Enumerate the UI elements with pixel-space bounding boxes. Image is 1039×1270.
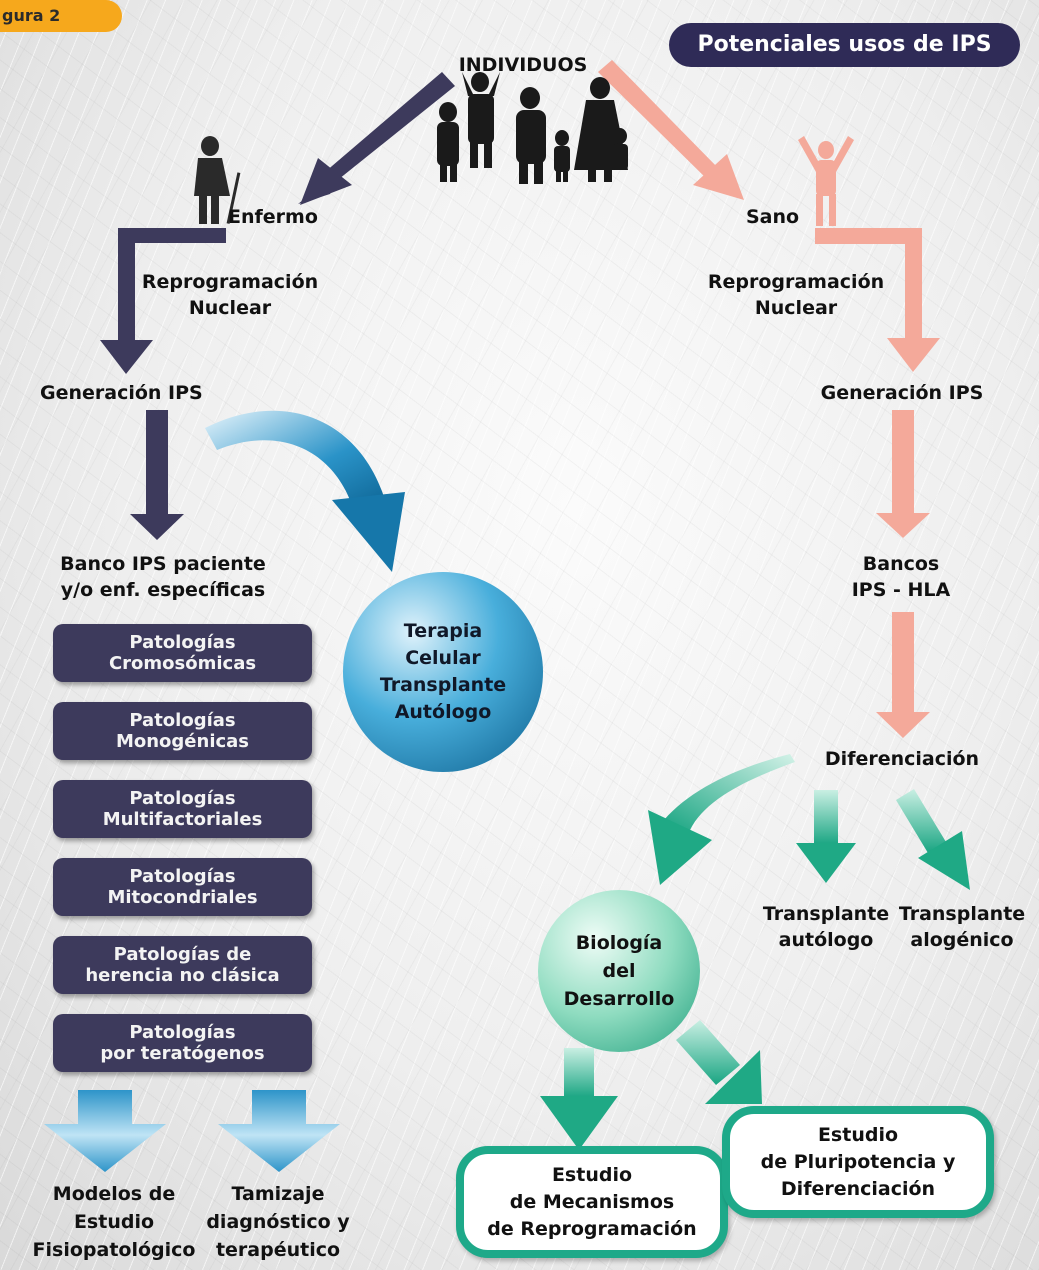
arrow-right-elbow (815, 228, 940, 372)
pathology-box: Patologías Monogénicas (53, 702, 312, 760)
label-transplante-autologo: Transplante autólogo (762, 903, 890, 951)
arrow-to-therapy (205, 410, 405, 572)
label-individuos: INDIVIDUOS (458, 54, 588, 76)
label-reprog-right: Reprogramación Nuclear (707, 271, 885, 319)
sick-person-silhouette (194, 136, 241, 224)
arrow-gen-to-banco (130, 410, 184, 540)
arrow-bancos-to-dif (876, 612, 930, 738)
label-banco-left: Banco IPS paciente y/o enf. específicas (60, 553, 266, 601)
pathology-box: Patologías de herencia no clásica (53, 936, 312, 994)
label-tamizaje: Tamizaje diagnóstico y terapéutico (206, 1183, 350, 1261)
arrow-to-enfermo (298, 72, 455, 205)
label-generacion-left: Generación IPS (40, 382, 203, 404)
arrow-dif-to-allo (896, 789, 970, 890)
arrow-left-elbow (100, 228, 226, 374)
pathology-box: Patologías Multifactoriales (53, 780, 312, 838)
therapy-sphere: Terapia Celular Transplante Autólogo (343, 572, 543, 772)
people-silhouette (437, 72, 628, 184)
arrow-gen-to-bancos (876, 410, 930, 538)
label-generacion-right: Generación IPS (820, 382, 984, 404)
figure-badge: gura 2 (0, 0, 122, 32)
healthy-person-silhouette (798, 136, 854, 226)
arrow-dif-to-biology (648, 754, 795, 885)
arrow-screening (218, 1090, 340, 1172)
title-pill: Potenciales usos de IPS (669, 23, 1020, 67)
label-reprog-left: Reprogramación Nuclear (141, 271, 319, 319)
label-sano: Sano (746, 206, 800, 228)
pathology-box: Patologías Cromosómicas (53, 624, 312, 682)
arrow-biology-to-pluripotency (676, 1020, 762, 1104)
label-transplante-alogenico: Transplante alogénico (898, 903, 1026, 951)
biology-sphere: Biología del Desarrollo (538, 890, 700, 1052)
study-mechanisms-box: Estudio de Mecanismos de Reprogramación (456, 1146, 728, 1258)
pathology-box: Patologías por teratógenos (53, 1014, 312, 1072)
label-modelos: Modelos de Estudio Fisiopatológico (32, 1183, 196, 1261)
arrow-dif-to-auto (796, 790, 856, 883)
arrow-models (44, 1090, 166, 1172)
arrow-biology-to-mechanisms (540, 1048, 618, 1150)
label-bancos-right: Bancos IPS - HLA (851, 553, 951, 601)
arrow-to-sano (598, 60, 744, 200)
label-enfermo: Enfermo (228, 206, 318, 228)
label-diferenciacion: Diferenciación (824, 748, 980, 770)
pathology-box: Patologías Mitocondriales (53, 858, 312, 916)
study-pluripotency-box: Estudio de Pluripotencia y Diferenciació… (722, 1106, 994, 1218)
